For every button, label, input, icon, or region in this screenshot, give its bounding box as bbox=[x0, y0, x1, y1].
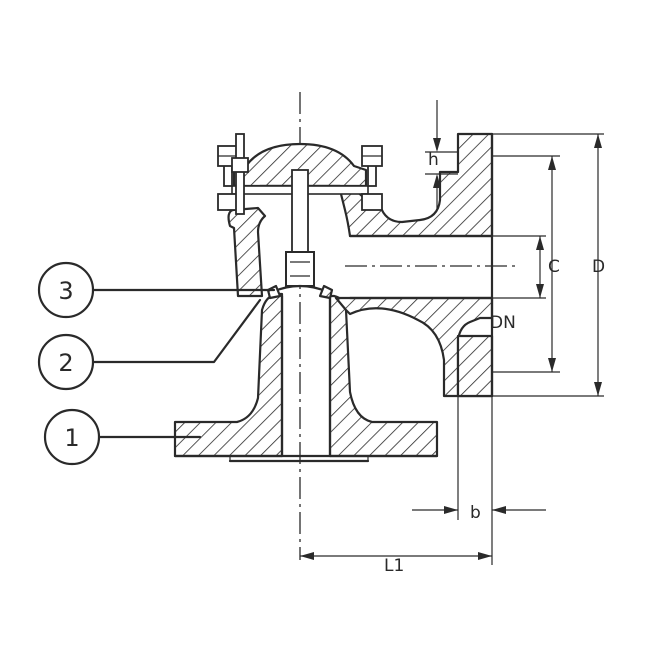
b-label: b bbox=[470, 503, 481, 523]
bolt-right bbox=[361, 145, 383, 211]
seat-ring-left bbox=[266, 284, 282, 300]
dimension-d: D bbox=[492, 133, 605, 397]
callout-3: 3 bbox=[37, 261, 276, 319]
h-label: h bbox=[428, 150, 439, 170]
d-label: D bbox=[592, 257, 605, 277]
seat-ring-right bbox=[318, 284, 334, 300]
callout-1-label: 1 bbox=[64, 424, 79, 452]
bolt-left bbox=[217, 133, 249, 215]
dimension-b: b bbox=[412, 396, 546, 565]
bonnet-dome bbox=[232, 142, 368, 188]
outlet-lower-wall bbox=[334, 296, 494, 398]
dimension-h: h bbox=[425, 100, 458, 210]
c-label: C bbox=[548, 257, 560, 277]
outlet-flange-lower bbox=[456, 334, 494, 398]
dn-label: DN bbox=[490, 313, 516, 333]
dimension-l1: L1 bbox=[300, 552, 492, 576]
chamber-left-wall bbox=[227, 206, 267, 298]
dimension-dn: DN bbox=[490, 235, 546, 333]
valve-stem-disc bbox=[266, 169, 334, 300]
l1-label: L1 bbox=[384, 556, 404, 576]
dimension-c: C bbox=[492, 155, 560, 373]
callout-2: 2 bbox=[37, 298, 262, 391]
callout-2-label: 2 bbox=[58, 349, 73, 377]
callout-3-label: 3 bbox=[58, 277, 73, 305]
inlet-left-wall bbox=[173, 292, 284, 458]
inlet-body-section bbox=[173, 292, 439, 463]
callout-1: 1 bbox=[43, 408, 202, 466]
